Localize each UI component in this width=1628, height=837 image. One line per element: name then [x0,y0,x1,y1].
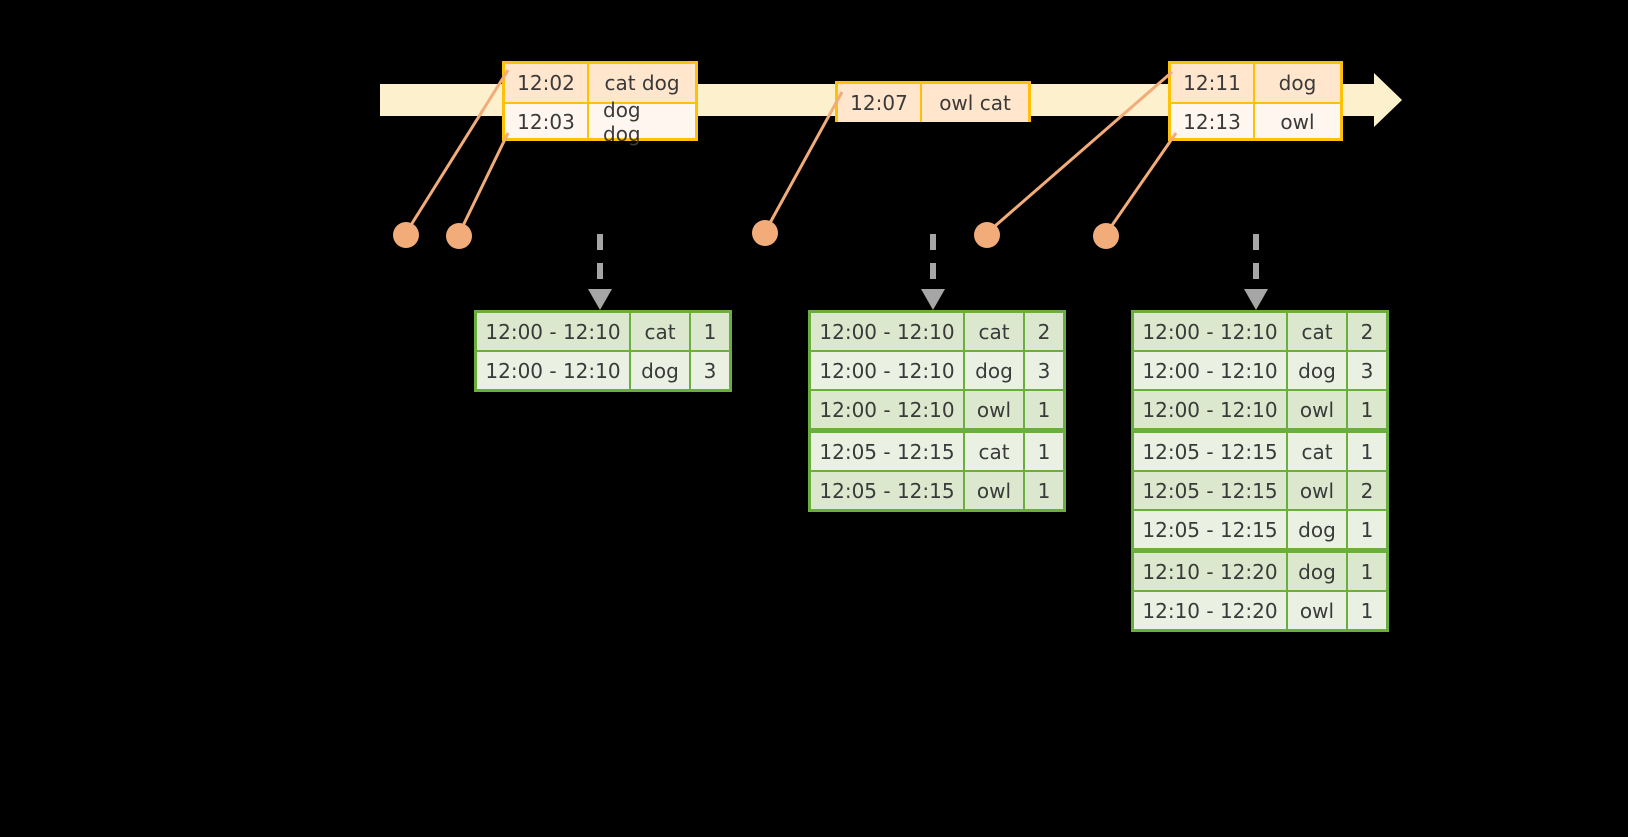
cell-key: dog [1288,553,1346,590]
cell-count: 3 [1025,352,1063,389]
event-words: cat dog [604,71,680,95]
event-words: dog dog [603,98,641,146]
cell-key: dog [1288,511,1346,548]
cell-window: 12:00 - 12:10 [811,352,963,389]
event-time: 12:02 [505,64,589,102]
cell-count: 1 [1348,553,1386,590]
cell-count: 1 [1348,433,1386,470]
cell-window: 12:00 - 12:10 [1134,352,1286,389]
cell-key: cat [965,313,1023,350]
trigger-arrow-head [921,289,945,310]
cell-window: 12:05 - 12:15 [1134,472,1286,509]
event-box-group-3[interactable]: 12:11 dog 12:13 owl [1168,61,1343,141]
cell-window: 12:05 - 12:15 [811,433,963,470]
cell-window: 12:05 - 12:15 [1134,511,1286,548]
cell-key: owl [965,391,1023,428]
cell-window: 12:00 - 12:10 [477,352,629,389]
cell-key: dog [1288,352,1346,389]
cell-key: owl [1288,592,1346,629]
event-time: 12:13 [1171,104,1255,140]
event-dot [974,222,1000,248]
event-row[interactable]: 12:02 cat dog [505,64,695,102]
cell-key: cat [1288,313,1346,350]
event-words: owl [1280,110,1315,134]
cell-window: 12:00 - 12:10 [811,313,963,350]
connector-line [457,132,510,235]
cell-key: owl [965,472,1023,509]
cell-window: 12:00 - 12:10 [811,391,963,428]
event-dot [446,223,472,249]
cell-key: cat [965,433,1023,470]
cell-key: owl [1288,391,1346,428]
connector-line [1104,132,1178,235]
cell-count: 1 [691,313,729,350]
event-time: 12:07 [838,84,922,122]
cell-window: 12:00 - 12:10 [1134,313,1286,350]
event-time: 12:03 [505,104,589,140]
cell-count: 1 [1348,592,1386,629]
cell-count: 2 [1348,313,1386,350]
event-dot [393,222,419,248]
event-row[interactable]: 12:07 owl cat [838,84,1028,122]
event-box-group-2[interactable]: 12:07 owl cat [835,81,1031,122]
event-words: owl cat [939,91,1011,115]
cell-window: 12:10 - 12:20 [1134,553,1286,590]
cell-count: 1 [1025,472,1063,509]
cell-count: 1 [1025,391,1063,428]
cell-count: 3 [691,352,729,389]
cell-count: 1 [1025,433,1063,470]
trigger-arrow-head [588,289,612,310]
event-box-group-1[interactable]: 12:02 cat dog 12:03 dog dog [502,61,698,146]
cell-count: 2 [1025,313,1063,350]
cell-count: 1 [1348,391,1386,428]
cell-key: dog [965,352,1023,389]
event-row[interactable]: 12:03 dog dog [505,98,695,146]
event-row[interactable]: 12:13 owl [1171,102,1340,140]
trigger-arrow-head [1244,289,1268,310]
event-dot [1093,223,1119,249]
event-dot [752,220,778,246]
cell-key: cat [631,313,689,350]
event-words: dog [1278,71,1317,95]
cell-window: 12:00 - 12:10 [1134,391,1286,428]
event-row[interactable]: 12:11 dog [1171,64,1340,102]
cell-count: 2 [1348,472,1386,509]
cell-window: 12:05 - 12:15 [1134,433,1286,470]
cell-count: 3 [1348,352,1386,389]
cell-key: cat [1288,433,1346,470]
cell-window: 12:00 - 12:10 [477,313,629,350]
cell-count: 1 [1348,511,1386,548]
timeline-arrow-head [1374,73,1402,127]
cell-window: 12:05 - 12:15 [811,472,963,509]
cell-key: owl [1288,472,1346,509]
cell-window: 12:10 - 12:20 [1134,592,1286,629]
event-time: 12:11 [1171,64,1255,102]
cell-key: dog [631,352,689,389]
